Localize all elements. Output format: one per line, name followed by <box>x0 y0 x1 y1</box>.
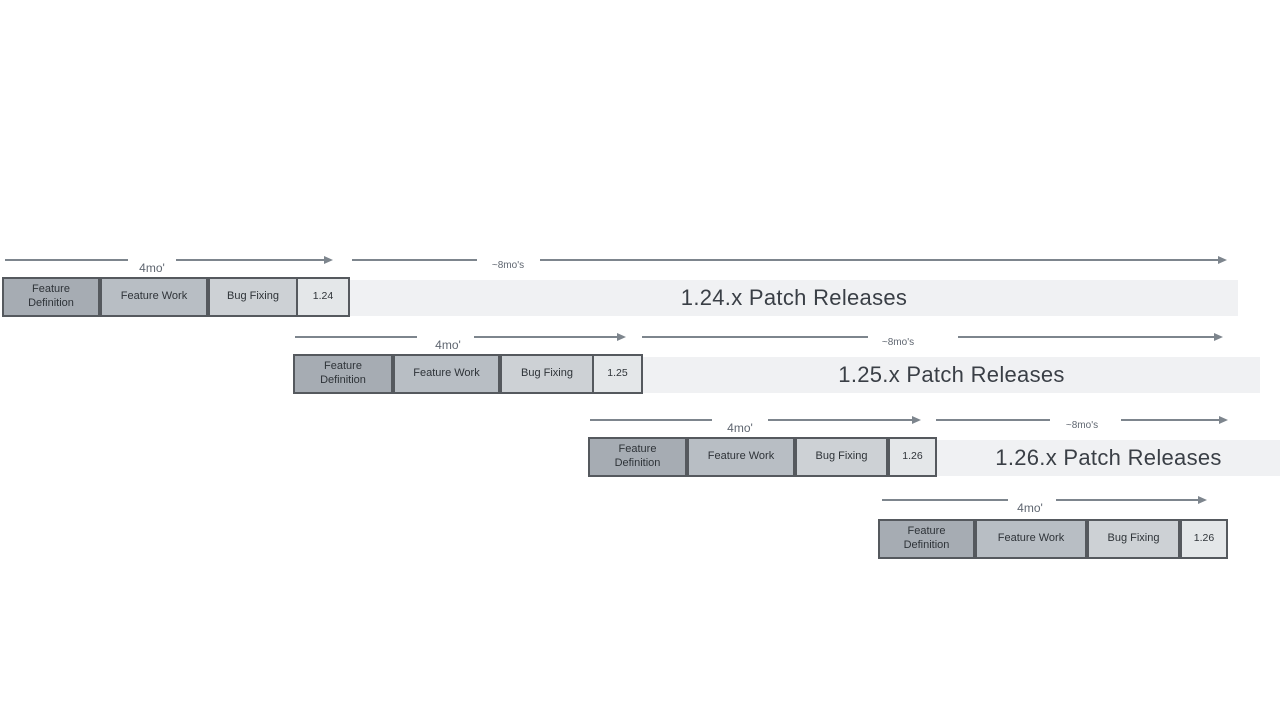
dev-arrow-line <box>5 259 128 261</box>
phase-label: Bug Fixing <box>227 290 279 303</box>
phase-label: Feature Work <box>707 450 775 463</box>
phase-label: Feature Definition <box>614 443 661 469</box>
patch-arrow-line <box>958 336 1214 338</box>
dev-duration-label: 4mo' <box>727 421 753 435</box>
patch-duration-label: ~8mo's <box>491 260 525 271</box>
dev-arrow-line <box>882 499 1008 501</box>
phase-box-bug-fixing: Bug Fixing <box>208 277 298 317</box>
arrowhead-icon <box>324 256 333 264</box>
version-label: 1.25 <box>607 367 628 380</box>
phase-label: Feature Work <box>120 290 188 303</box>
phase-label: Bug Fixing <box>521 367 573 380</box>
dev-duration-label: 4mo' <box>435 338 461 352</box>
patch-releases-bar: 1.24.x Patch Releases <box>350 280 1238 316</box>
arrowhead-icon <box>912 416 921 424</box>
patch-duration-label: ~8mo's <box>1065 420 1099 431</box>
phase-box-feature-definition: Feature Definition <box>2 277 100 317</box>
arrowhead-icon <box>1198 496 1207 504</box>
phase-box-feature-work: Feature Work <box>687 437 795 477</box>
dev-arrow-line <box>590 419 712 421</box>
phase-box-feature-definition: Feature Definition <box>878 519 975 559</box>
phase-box-bug-fixing: Bug Fixing <box>1087 519 1180 559</box>
dev-duration-label: 4mo' <box>139 261 165 275</box>
phase-box-feature-definition: Feature Definition <box>588 437 687 477</box>
patch-arrow-line <box>1121 419 1219 421</box>
phase-label: Feature Definition <box>28 283 74 309</box>
version-label: 1.24 <box>312 290 334 303</box>
phase-label: Bug Fixing <box>815 450 868 463</box>
patch-arrow-line <box>540 259 1218 261</box>
phase-label: Feature Work <box>997 532 1065 545</box>
patch-releases-bar: 1.25.x Patch Releases <box>643 357 1260 393</box>
phase-box-feature-definition: Feature Definition <box>293 354 393 394</box>
arrowhead-icon <box>1219 416 1228 424</box>
version-box: 1.26 <box>888 437 937 477</box>
patch-duration-label: ~8mo's <box>881 337 915 348</box>
arrowhead-icon <box>1218 256 1227 264</box>
arrowhead-icon <box>617 333 626 341</box>
phase-box-bug-fixing: Bug Fixing <box>795 437 888 477</box>
patch-releases-bar: 1.26.x Patch Releases <box>937 440 1280 476</box>
dev-arrow-line <box>474 336 617 338</box>
version-label: 1.26 <box>1193 532 1215 545</box>
patch-arrow-line <box>936 419 1050 421</box>
dev-duration-label: 4mo' <box>1017 501 1043 515</box>
arrowhead-icon <box>1214 333 1223 341</box>
phase-label: Bug Fixing <box>1107 532 1160 545</box>
patch-arrow-line <box>642 336 868 338</box>
phase-box-feature-work: Feature Work <box>100 277 208 317</box>
patch-releases-label: 1.24.x Patch Releases <box>680 285 908 310</box>
phase-box-feature-work: Feature Work <box>393 354 500 394</box>
dev-arrow-line <box>768 419 912 421</box>
phase-box-feature-work: Feature Work <box>975 519 1087 559</box>
phase-box-bug-fixing: Bug Fixing <box>500 354 594 394</box>
patch-arrow-line <box>352 259 477 261</box>
version-box: 1.25 <box>592 354 643 394</box>
dev-arrow-line <box>295 336 417 338</box>
dev-arrow-line <box>176 259 324 261</box>
version-box: 1.26 <box>1180 519 1228 559</box>
version-box: 1.24 <box>296 277 350 317</box>
dev-arrow-line <box>1056 499 1198 501</box>
patch-releases-label: 1.26.x Patch Releases <box>995 445 1222 470</box>
phase-label: Feature Definition <box>903 525 950 551</box>
phase-label: Feature Work <box>413 367 480 380</box>
phase-label: Feature Definition <box>320 360 366 386</box>
version-label: 1.26 <box>902 450 923 463</box>
patch-releases-label: 1.25.x Patch Releases <box>838 362 1065 387</box>
